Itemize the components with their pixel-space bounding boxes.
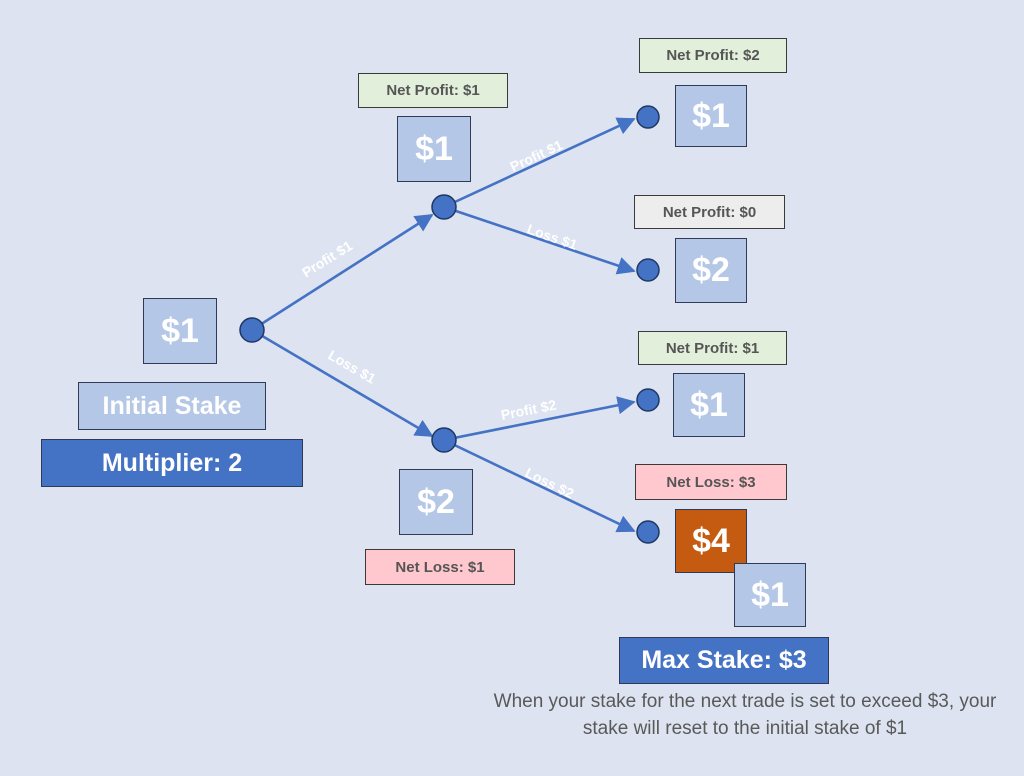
leaf-4-net-tag: Net Loss: $3 (635, 464, 787, 500)
leaf-4-node (636, 520, 660, 544)
upper-node (431, 194, 457, 220)
edge-lower-loss (443, 438, 636, 533)
edge-label-root-profit: Profit $1 (299, 237, 355, 280)
leaf-3-node (636, 388, 660, 412)
initial-stake-label: Initial Stake (78, 382, 266, 430)
lower-node (431, 427, 457, 453)
leaf-2-stake-box: $2 (675, 238, 747, 303)
leaf-1-stake-box: $1 (675, 85, 747, 147)
edge-upper-loss (443, 205, 636, 275)
edge-upper-profit (443, 117, 636, 209)
multiplier-label: Multiplier: 2 (41, 439, 303, 487)
edge-lower-profit (443, 396, 636, 442)
edge-root-profit (251, 213, 434, 332)
leaf-4-reset-stake-box: $1 (734, 563, 806, 627)
max-stake-label: Max Stake: $3 (619, 637, 829, 684)
leaf-1-node (636, 105, 660, 129)
lower-node-stake-box: $2 (399, 469, 473, 535)
lower-node-net-tag: Net Loss: $1 (365, 549, 515, 585)
root-node (239, 317, 265, 343)
leaf-2-node (636, 258, 660, 282)
leaf-3-net-tag: Net Profit: $1 (638, 331, 787, 365)
leaf-4-exceeded-stake-box: $4 (675, 509, 747, 573)
upper-node-stake-box: $1 (397, 116, 471, 182)
leaf-2-net-tag: Net Profit: $0 (634, 195, 785, 229)
upper-node-net-tag: Net Profit: $1 (358, 73, 508, 108)
edge-root-loss (251, 328, 434, 438)
leaf-1-net-tag: Net Profit: $2 (639, 38, 787, 73)
edge-label-upper-loss: Loss $1 (525, 221, 580, 253)
leaf-3-stake-box: $1 (673, 373, 745, 437)
reset-note: When your stake for the next trade is se… (493, 691, 997, 739)
edge-label-root-loss: Loss $1 (326, 347, 379, 387)
root-stake-box: $1 (143, 298, 217, 364)
